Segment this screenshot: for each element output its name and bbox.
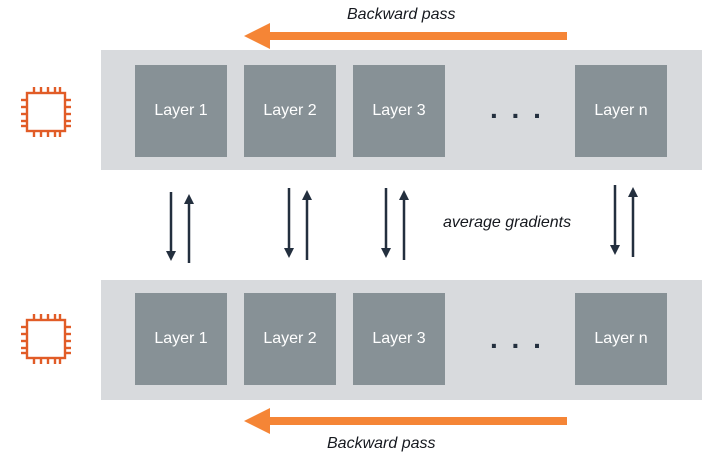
bottom-backward-pass-arrow [244, 408, 567, 434]
top-layer-2: Layer 2 [244, 65, 336, 157]
top-chip-icon [21, 87, 71, 137]
top-backward-pass-arrow [244, 23, 567, 49]
average-gradients-label: average gradients [443, 214, 572, 231]
bottom-layer-1: Layer 1 [135, 293, 227, 385]
top-layer-1: Layer 1 [135, 65, 227, 157]
gradient-arrows-layer-2 [284, 188, 312, 260]
bottom-ellipsis: . . . [490, 323, 544, 354]
bottom-layer-3: Layer 3 [353, 293, 445, 385]
bottom-backward-pass-label: Backward pass [327, 435, 436, 452]
top-layer-3: Layer 3 [353, 65, 445, 157]
bottom-layer-2: Layer 2 [244, 293, 336, 385]
bottom-layer-n: Layer n [575, 293, 667, 385]
top-ellipsis: . . . [490, 93, 544, 124]
gradient-arrows-layer-1 [166, 192, 194, 263]
top-backward-pass-label: Backward pass [347, 6, 456, 23]
bottom-chip-icon [21, 314, 71, 364]
gradient-arrows-layer-3 [381, 188, 409, 260]
top-layer-n: Layer n [575, 65, 667, 157]
gradient-arrows-layer-n [610, 185, 638, 257]
